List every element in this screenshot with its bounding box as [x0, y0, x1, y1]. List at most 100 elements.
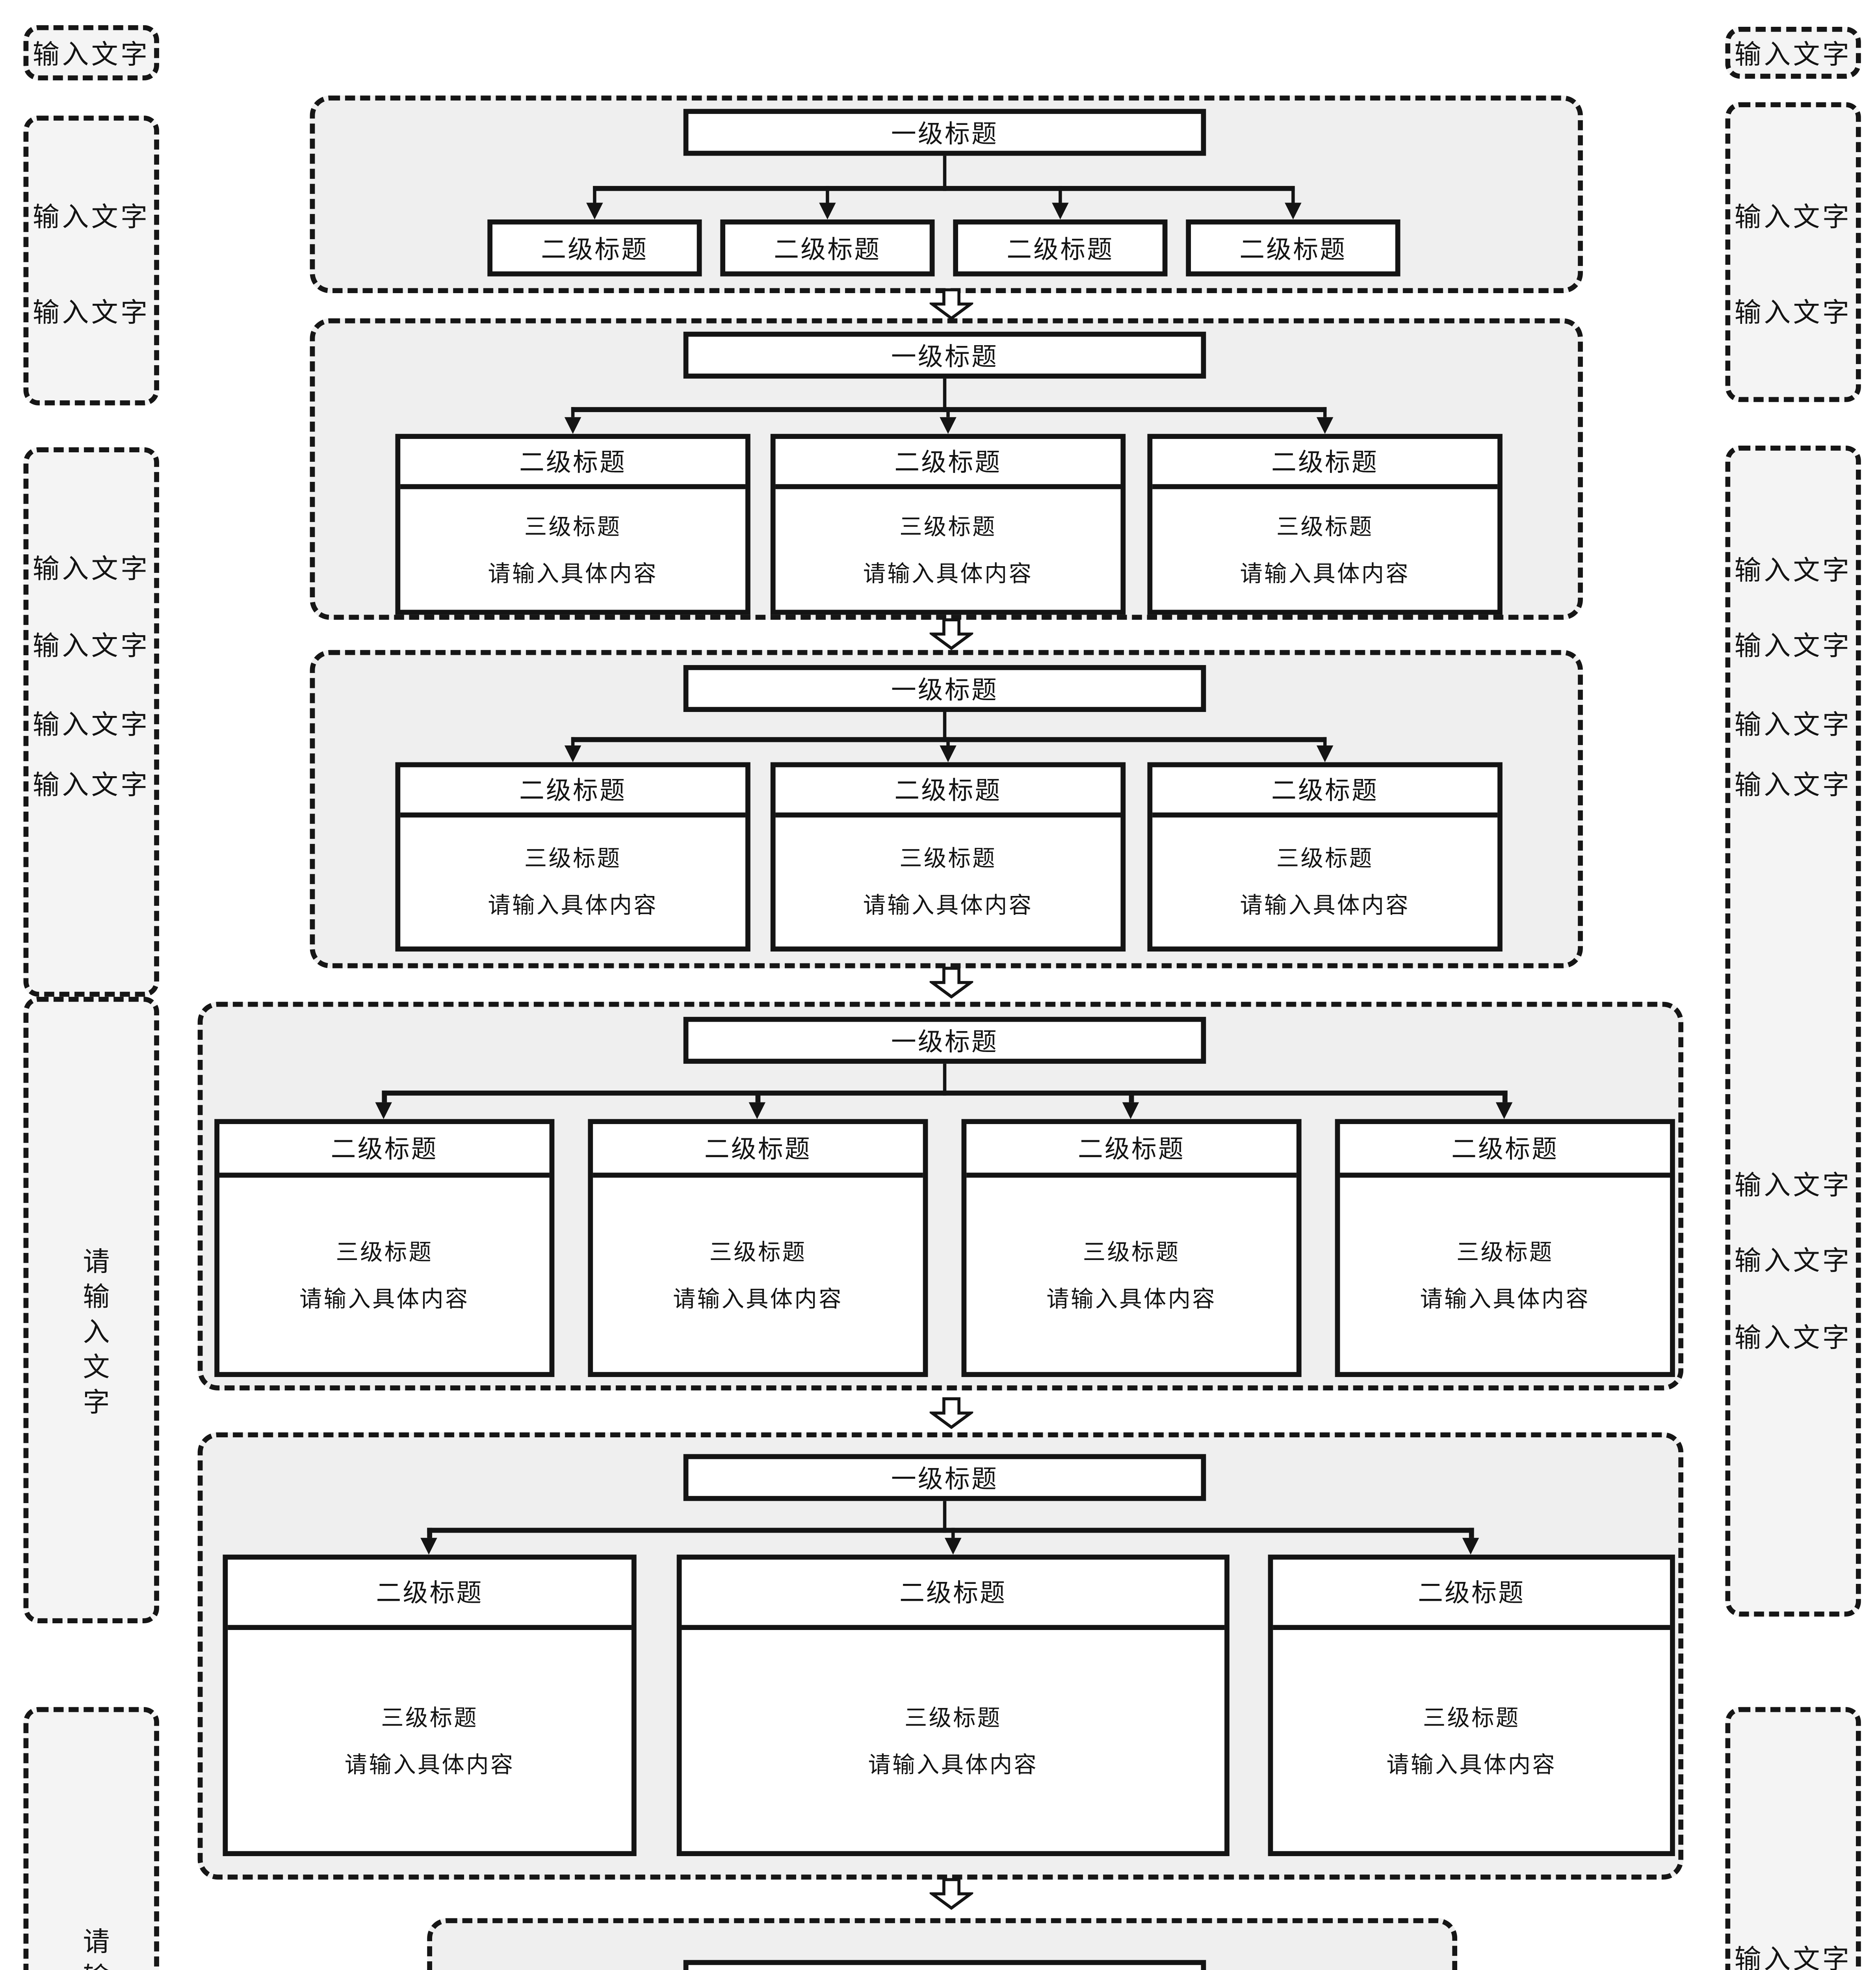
level2-label: 二级标题 [1271, 449, 1379, 478]
node-header: 二级标题 [400, 767, 746, 818]
flow-arrow-icon[interactable] [929, 618, 973, 650]
side-input-box-left[interactable]: 请输入文字 [23, 996, 159, 1623]
content-placeholder-label: 请输入具体内容 [673, 1286, 843, 1311]
flow-arrow-icon[interactable] [929, 1878, 973, 1910]
connector-arrowhead-icon [1495, 1102, 1513, 1119]
flow-arrow-icon[interactable] [929, 966, 973, 999]
connector-drop [427, 1528, 432, 1538]
level2-node[interactable]: 二级标题三级标题请输入具体内容 [395, 762, 750, 952]
content-placeholder-label: 请输入具体内容 [299, 1286, 470, 1311]
side-input-box-right[interactable]: 输入文字输入文字输入文字输入文字输入文字输入文字输入文字 [1725, 445, 1861, 1617]
connector-drop [1129, 1090, 1134, 1102]
level2-node[interactable]: 二级标题 [487, 219, 702, 277]
connector-arrowhead-icon [1284, 203, 1301, 219]
flow-arrow-icon[interactable] [929, 1397, 973, 1429]
level1-node[interactable]: 一级标题 [683, 665, 1206, 712]
node-header: 二级标题 [219, 1124, 550, 1178]
level3-label: 三级标题 [899, 513, 997, 539]
node-header: 二级标题 [1340, 1124, 1670, 1178]
connector-arrowhead-icon [375, 1102, 392, 1119]
content-placeholder-label: 请输入具体内容 [1240, 560, 1410, 586]
level2-node[interactable]: 二级标题三级标题请输入具体内容 [395, 434, 750, 615]
content-placeholder-label: 请输入具体内容 [488, 560, 658, 586]
level1-node[interactable]: 一级标题 [683, 331, 1206, 379]
connector-arrowhead-icon [939, 745, 956, 762]
level2-label: 二级标题 [899, 1580, 1007, 1608]
connector-arrowhead-icon [1315, 745, 1333, 762]
connector-bus [427, 1528, 1474, 1532]
side-input-label: 输入文字 [32, 712, 150, 741]
level2-label: 二级标题 [519, 777, 627, 806]
side-input-label: 输入文字 [1734, 712, 1852, 741]
side-input-box-left[interactable]: 输入文字输入文字 [23, 115, 159, 405]
node-header: 二级标题 [593, 1124, 923, 1178]
level2-label: 二级标题 [376, 1580, 483, 1608]
level2-node[interactable]: 二级标题三级标题请输入具体内容 [214, 1119, 555, 1377]
level3-label: 三级标题 [381, 1704, 478, 1730]
content-placeholder-label: 请输入具体内容 [1240, 893, 1410, 918]
connector-arrowhead-icon [939, 417, 956, 434]
connector-arrowhead-icon [749, 1102, 766, 1119]
level2-node[interactable]: 二级标题三级标题请输入具体内容 [1268, 1554, 1675, 1856]
level2-node[interactable]: 二级标题 [720, 219, 935, 277]
node-body: 三级标题请输入具体内容 [682, 1630, 1224, 1851]
level2-label: 二级标题 [894, 777, 1002, 806]
content-placeholder-label: 请输入具体内容 [1046, 1286, 1217, 1311]
content-placeholder-label: 请输入具体内容 [863, 560, 1033, 586]
connector-drop [1291, 186, 1295, 203]
level2-label: 二级标题 [1077, 1136, 1185, 1165]
connector-drop [1469, 1528, 1474, 1538]
level1-node[interactable]: 一级标题 [683, 1454, 1206, 1501]
side-input-label: 输入文字 [1734, 1248, 1852, 1277]
side-input-box-right[interactable]: 输入文字 [1725, 27, 1861, 79]
side-input-label: 输入文字 [1734, 1946, 1852, 1970]
level2-node[interactable]: 二级标题三级标题请输入具体内容 [223, 1554, 637, 1856]
level2-node[interactable]: 二级标题三级标题请输入具体内容 [1335, 1119, 1675, 1377]
node-body: 三级标题请输入具体内容 [593, 1178, 923, 1372]
side-input-label: 输入文字 [32, 300, 150, 329]
side-input-label: 输入文字 [32, 772, 150, 801]
connector-drop [593, 186, 597, 203]
level3-label: 三级标题 [336, 1239, 433, 1264]
level1-node[interactable]: 一级标题 [683, 1960, 1206, 1970]
level2-node[interactable]: 二级标题三级标题请输入具体内容 [770, 434, 1126, 615]
level2-node[interactable]: 二级标题三级标题请输入具体内容 [961, 1119, 1302, 1377]
side-input-label: 输入文字 [1734, 772, 1852, 801]
connector-stub [942, 378, 947, 411]
connector-drop [946, 737, 950, 746]
level2-label: 二级标题 [704, 1136, 812, 1165]
side-input-label: 输入文字 [1734, 1325, 1852, 1354]
level1-node[interactable]: 一级标题 [683, 109, 1206, 156]
node-body: 三级标题请输入具体内容 [219, 1178, 550, 1372]
node-body: 三级标题请输入具体内容 [776, 489, 1121, 610]
side-input-box-left[interactable]: 输入文字 [23, 25, 159, 81]
level1-label: 一级标题 [688, 1965, 1201, 1970]
level2-node[interactable]: 二级标题三级标题请输入具体内容 [770, 762, 1126, 952]
level2-node[interactable]: 二级标题三级标题请输入具体内容 [1147, 762, 1503, 952]
node-header: 二级标题 [682, 1559, 1225, 1630]
level3-label: 三级标题 [904, 1704, 1002, 1730]
level2-node[interactable]: 二级标题三级标题请输入具体内容 [588, 1119, 928, 1377]
flow-arrow-icon[interactable] [929, 288, 973, 320]
level2-node[interactable]: 二级标题三级标题请输入具体内容 [676, 1554, 1230, 1856]
side-input-label: 输入文字 [32, 556, 150, 585]
level1-node[interactable]: 一级标题 [683, 1017, 1206, 1064]
side-input-box-right[interactable]: 输入文字输入文字 [1725, 102, 1861, 402]
level2-node[interactable]: 二级标题 [1186, 219, 1400, 277]
connector-stub [942, 712, 947, 742]
connector-drop [1322, 407, 1327, 417]
level3-label: 三级标题 [1276, 513, 1374, 539]
connector-arrowhead-icon [1315, 417, 1333, 434]
side-input-box-left[interactable]: 输入文字输入文字输入文字输入文字 [23, 447, 159, 997]
level2-label: 二级标题 [519, 449, 627, 478]
node-header: 二级标题 [966, 1124, 1296, 1178]
level2-node[interactable]: 二级标题三级标题请输入具体内容 [1147, 434, 1503, 615]
level2-node[interactable]: 二级标题 [953, 219, 1168, 277]
side-input-box-left[interactable]: 请输入文字 [23, 1707, 159, 1970]
level2-label: 二级标题 [774, 235, 881, 264]
side-input-vertical-label: 请输入文字 [78, 1247, 106, 1423]
node-body: 三级标题请输入具体内容 [228, 1630, 632, 1851]
level3-label: 三级标题 [1276, 846, 1374, 871]
connector-drop [1503, 1090, 1507, 1102]
